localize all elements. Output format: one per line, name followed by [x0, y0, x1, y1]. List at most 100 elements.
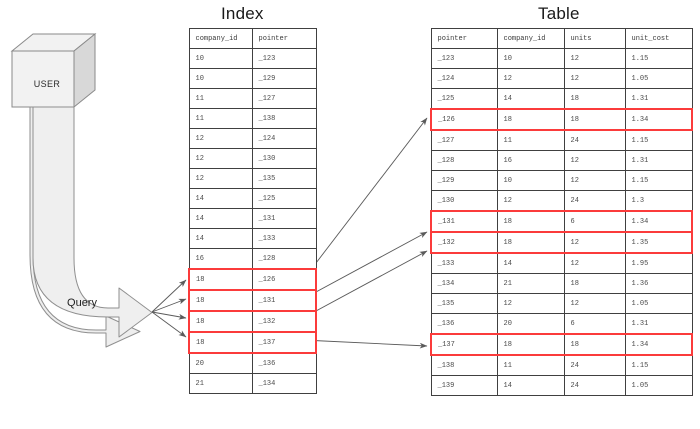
main-cell-pointer: _135	[430, 293, 498, 314]
main-cell-company_id: 18	[496, 210, 565, 233]
main-column-header-units: units	[563, 28, 626, 49]
index-cell-company_id: 14	[188, 228, 253, 249]
main-cell-pointer: _136	[430, 313, 498, 335]
index-cell-company_id: 12	[188, 128, 253, 149]
main-cell-unit_cost: 1.15	[624, 129, 693, 151]
main-cell-pointer: _123	[430, 48, 498, 69]
table-row: 11_127	[188, 88, 317, 109]
index-cell-pointer: _133	[251, 228, 317, 249]
main-cell-units: 6	[563, 313, 626, 335]
index-cell-company_id: 12	[188, 148, 253, 169]
index-cell-company_id: 20	[188, 352, 253, 374]
query-block-arrow	[29, 106, 153, 348]
main-cell-company_id: 12	[496, 190, 565, 212]
table-row: 10_129	[188, 68, 317, 89]
main-cell-units: 6	[563, 210, 626, 233]
main-cell-unit_cost: 1.15	[624, 48, 693, 69]
main-cell-company_id: 11	[496, 354, 565, 376]
main-cell-units: 12	[563, 293, 626, 314]
main-cell-company_id: 10	[496, 170, 565, 191]
table-row: 12_130	[188, 148, 317, 169]
index-cell-company_id: 18	[188, 289, 253, 312]
main-cell-pointer: _138	[430, 354, 498, 376]
table-row: 16_128	[188, 248, 317, 270]
index-cell-pointer: _126	[251, 268, 317, 291]
main-cell-pointer: _124	[430, 68, 498, 89]
table-row: 18_132	[188, 310, 317, 333]
index-cell-pointer: _134	[251, 373, 317, 394]
table-row: 10_123	[188, 48, 317, 69]
main-cell-pointer: _137	[430, 333, 498, 356]
table-row: 14_125	[188, 188, 317, 209]
main-cell-units: 12	[563, 231, 626, 254]
main-column-header-company_id: company_id	[496, 28, 565, 49]
main-cell-units: 18	[563, 333, 626, 356]
main-cell-unit_cost: 1.05	[624, 293, 693, 314]
main-cell-unit_cost: 1.31	[624, 313, 693, 335]
main-cell-company_id: 14	[496, 375, 565, 396]
main-cell-pointer: _126	[430, 108, 498, 131]
index-cell-pointer: _138	[251, 108, 317, 129]
main-cell-unit_cost: 1.31	[624, 150, 693, 171]
main-cell-units: 12	[563, 68, 626, 89]
index-cell-pointer: _129	[251, 68, 317, 89]
index-cell-company_id: 21	[188, 373, 253, 394]
table-row: 18_137	[188, 331, 317, 354]
index-cell-pointer: _132	[251, 310, 317, 333]
table-row: 21_134	[188, 373, 317, 394]
main-cell-company_id: 18	[496, 333, 565, 356]
index-cell-company_id: 18	[188, 310, 253, 333]
index-cell-pointer: _128	[251, 248, 317, 270]
index-title: Index	[221, 4, 264, 23]
table-row: 12_124	[188, 128, 317, 149]
main-cell-company_id: 12	[496, 68, 565, 89]
main-column-header-pointer: pointer	[430, 28, 498, 49]
table-row: 14_131	[188, 208, 317, 229]
index-cell-company_id: 11	[188, 108, 253, 129]
index-column-header-company_id: company_id	[188, 28, 253, 49]
main-cell-pointer: _131	[430, 210, 498, 233]
index-cell-company_id: 10	[188, 68, 253, 89]
main-cell-unit_cost: 1.15	[624, 354, 693, 376]
index-cell-company_id: 18	[188, 268, 253, 291]
index-cell-pointer: _127	[251, 88, 317, 109]
index-cell-pointer: _136	[251, 352, 317, 374]
index-cell-pointer: _130	[251, 148, 317, 169]
main-cell-unit_cost: 1.3	[624, 190, 693, 212]
main-cell-company_id: 10	[496, 48, 565, 69]
main-cell-pointer: _129	[430, 170, 498, 191]
main-cell-company_id: 18	[496, 108, 565, 131]
main-cell-unit_cost: 1.36	[624, 273, 693, 294]
main-cell-pointer: _128	[430, 150, 498, 171]
main-cell-unit_cost: 1.05	[624, 68, 693, 89]
table-row: 18_131	[188, 289, 317, 312]
index-cell-pointer: _124	[251, 128, 317, 149]
index-cell-company_id: 14	[188, 188, 253, 209]
table-row: 18_126	[188, 268, 317, 291]
main-cell-company_id: 11	[496, 129, 565, 151]
main-cell-units: 24	[563, 354, 626, 376]
main-cell-unit_cost: 1.34	[624, 210, 693, 233]
index-cell-company_id: 10	[188, 48, 253, 69]
user-cube-icon	[10, 32, 97, 109]
main-cell-unit_cost: 1.95	[624, 252, 693, 274]
main-cell-unit_cost: 1.05	[624, 375, 693, 396]
main-cell-unit_cost: 1.34	[624, 333, 693, 356]
